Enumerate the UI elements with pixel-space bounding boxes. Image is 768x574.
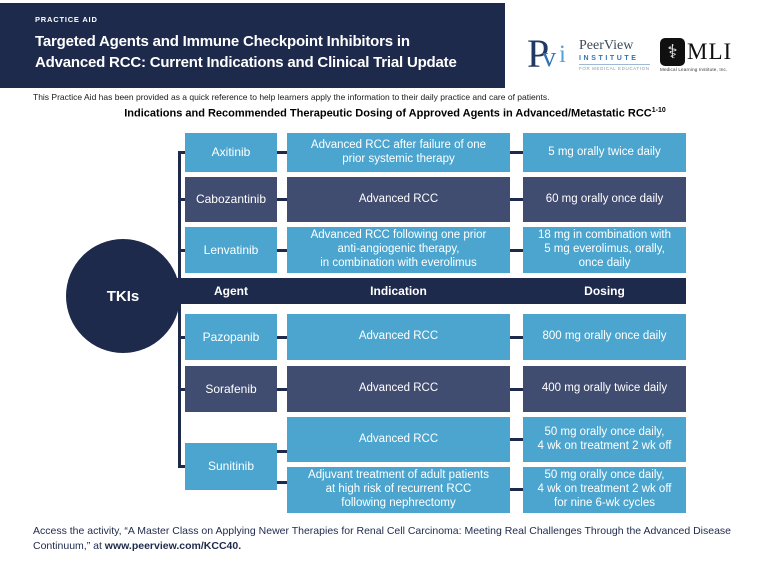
footer-text: Access the activity, “A Master Class on …: [33, 524, 745, 554]
monogram-letter-v: v: [542, 42, 556, 73]
dosing-box: 18 mg in combination with 5 mg everolimu…: [523, 227, 686, 273]
agent-box: Pazopanib: [185, 314, 277, 360]
dosing-box: 5 mg orally twice daily: [523, 133, 686, 172]
agent-box: Axitinib: [185, 133, 277, 172]
peerview-logo-text: PeerView INSTITUTE FOR MEDICAL EDUCATION: [579, 36, 650, 71]
caduceus-icon: ⚕: [660, 38, 685, 66]
connector-line: [178, 198, 186, 201]
indication-box: Advanced RCC: [287, 366, 510, 412]
header-band: PRACTICE AID Targeted Agents and Immune …: [0, 3, 505, 88]
connector-line: [178, 388, 186, 391]
page-title: Targeted Agents and Immune Checkpoint In…: [35, 33, 457, 71]
dosing-box: 60 mg orally once daily: [523, 177, 686, 222]
connector-line: [510, 438, 523, 441]
peerview-name: PeerView: [579, 38, 634, 53]
connector-line: [510, 336, 523, 339]
connector-line: [510, 388, 523, 391]
dosing-box: 50 mg orally once daily, 4 wk on treatme…: [523, 417, 686, 462]
peerview-logo: P v i PeerView INSTITUTE FOR MEDICAL EDU…: [527, 31, 650, 82]
monogram-letter-i: i: [559, 41, 566, 68]
connector-line: [277, 450, 287, 453]
mli-caption: Medical Learning Institute, Inc.: [660, 67, 728, 72]
footer-access-text: Access the activity, “A Master Class on …: [33, 525, 732, 553]
table-header-bar: Agent Indication Dosing: [175, 278, 686, 304]
agent-box: Cabozantinib: [185, 177, 277, 222]
connector-line: [178, 151, 186, 154]
connector-line: [510, 488, 523, 491]
indication-box: Advanced RCC following one prior anti-an…: [287, 227, 510, 273]
column-header-dosing: Dosing: [584, 284, 625, 298]
mli-logo: ⚕ MLI Medical Learning Institute, Inc.: [660, 38, 748, 72]
indication-box: Advanced RCC after failure of one prior …: [287, 133, 510, 172]
intro-text: This Practice Aid has been provided as a…: [33, 92, 550, 102]
eyebrow-label: PRACTICE AID: [35, 15, 98, 24]
indication-box: Adjuvant treatment of adult patients at …: [287, 467, 510, 513]
connector-line: [510, 198, 523, 201]
mli-acronym: MLI: [687, 39, 733, 64]
mli-logo-row: ⚕ MLI: [660, 38, 748, 66]
indication-box: Advanced RCC: [287, 314, 510, 360]
diagram-title-references: 1-10: [651, 107, 666, 114]
monogram-letter-p: P: [527, 31, 550, 76]
connector-line: [277, 336, 287, 339]
peerview-monogram-icon: P v i: [527, 31, 573, 82]
connector-line: [277, 151, 287, 154]
activity-url-link[interactable]: www.peerview.com/KCC40.: [104, 540, 242, 553]
indication-box: Advanced RCC: [287, 177, 510, 222]
dosing-box: 50 mg orally once daily, 4 wk on treatme…: [523, 467, 686, 513]
column-header-agent: Agent: [214, 284, 248, 298]
connector-line: [178, 249, 186, 252]
connector-line: [277, 198, 287, 201]
connector-line: [510, 151, 523, 154]
dosing-box: 800 mg orally once daily: [523, 314, 686, 360]
connector-line: [510, 249, 523, 252]
tki-group-node: TKIs: [66, 239, 180, 353]
connector-line: [178, 336, 186, 339]
column-header-indication: Indication: [370, 284, 427, 298]
dosing-box: 400 mg orally twice daily: [523, 366, 686, 412]
connector-line: [277, 249, 287, 252]
connector-line: [178, 465, 186, 468]
diagram-title-text: Indications and Recommended Therapeutic …: [124, 107, 652, 120]
peerview-institute-label: INSTITUTE: [579, 55, 650, 65]
agent-box: Sunitinib: [185, 443, 277, 490]
agent-box: Sorafenib: [185, 366, 277, 412]
peerview-tagline: FOR MEDICAL EDUCATION: [579, 66, 650, 71]
indication-box: Advanced RCC: [287, 417, 510, 462]
agent-box: Lenvatinib: [185, 227, 277, 273]
agent-bracket-line: [178, 151, 181, 468]
connector-line: [277, 481, 287, 484]
connector-line: [277, 388, 287, 391]
diagram-title: Indications and Recommended Therapeutic …: [100, 107, 690, 120]
